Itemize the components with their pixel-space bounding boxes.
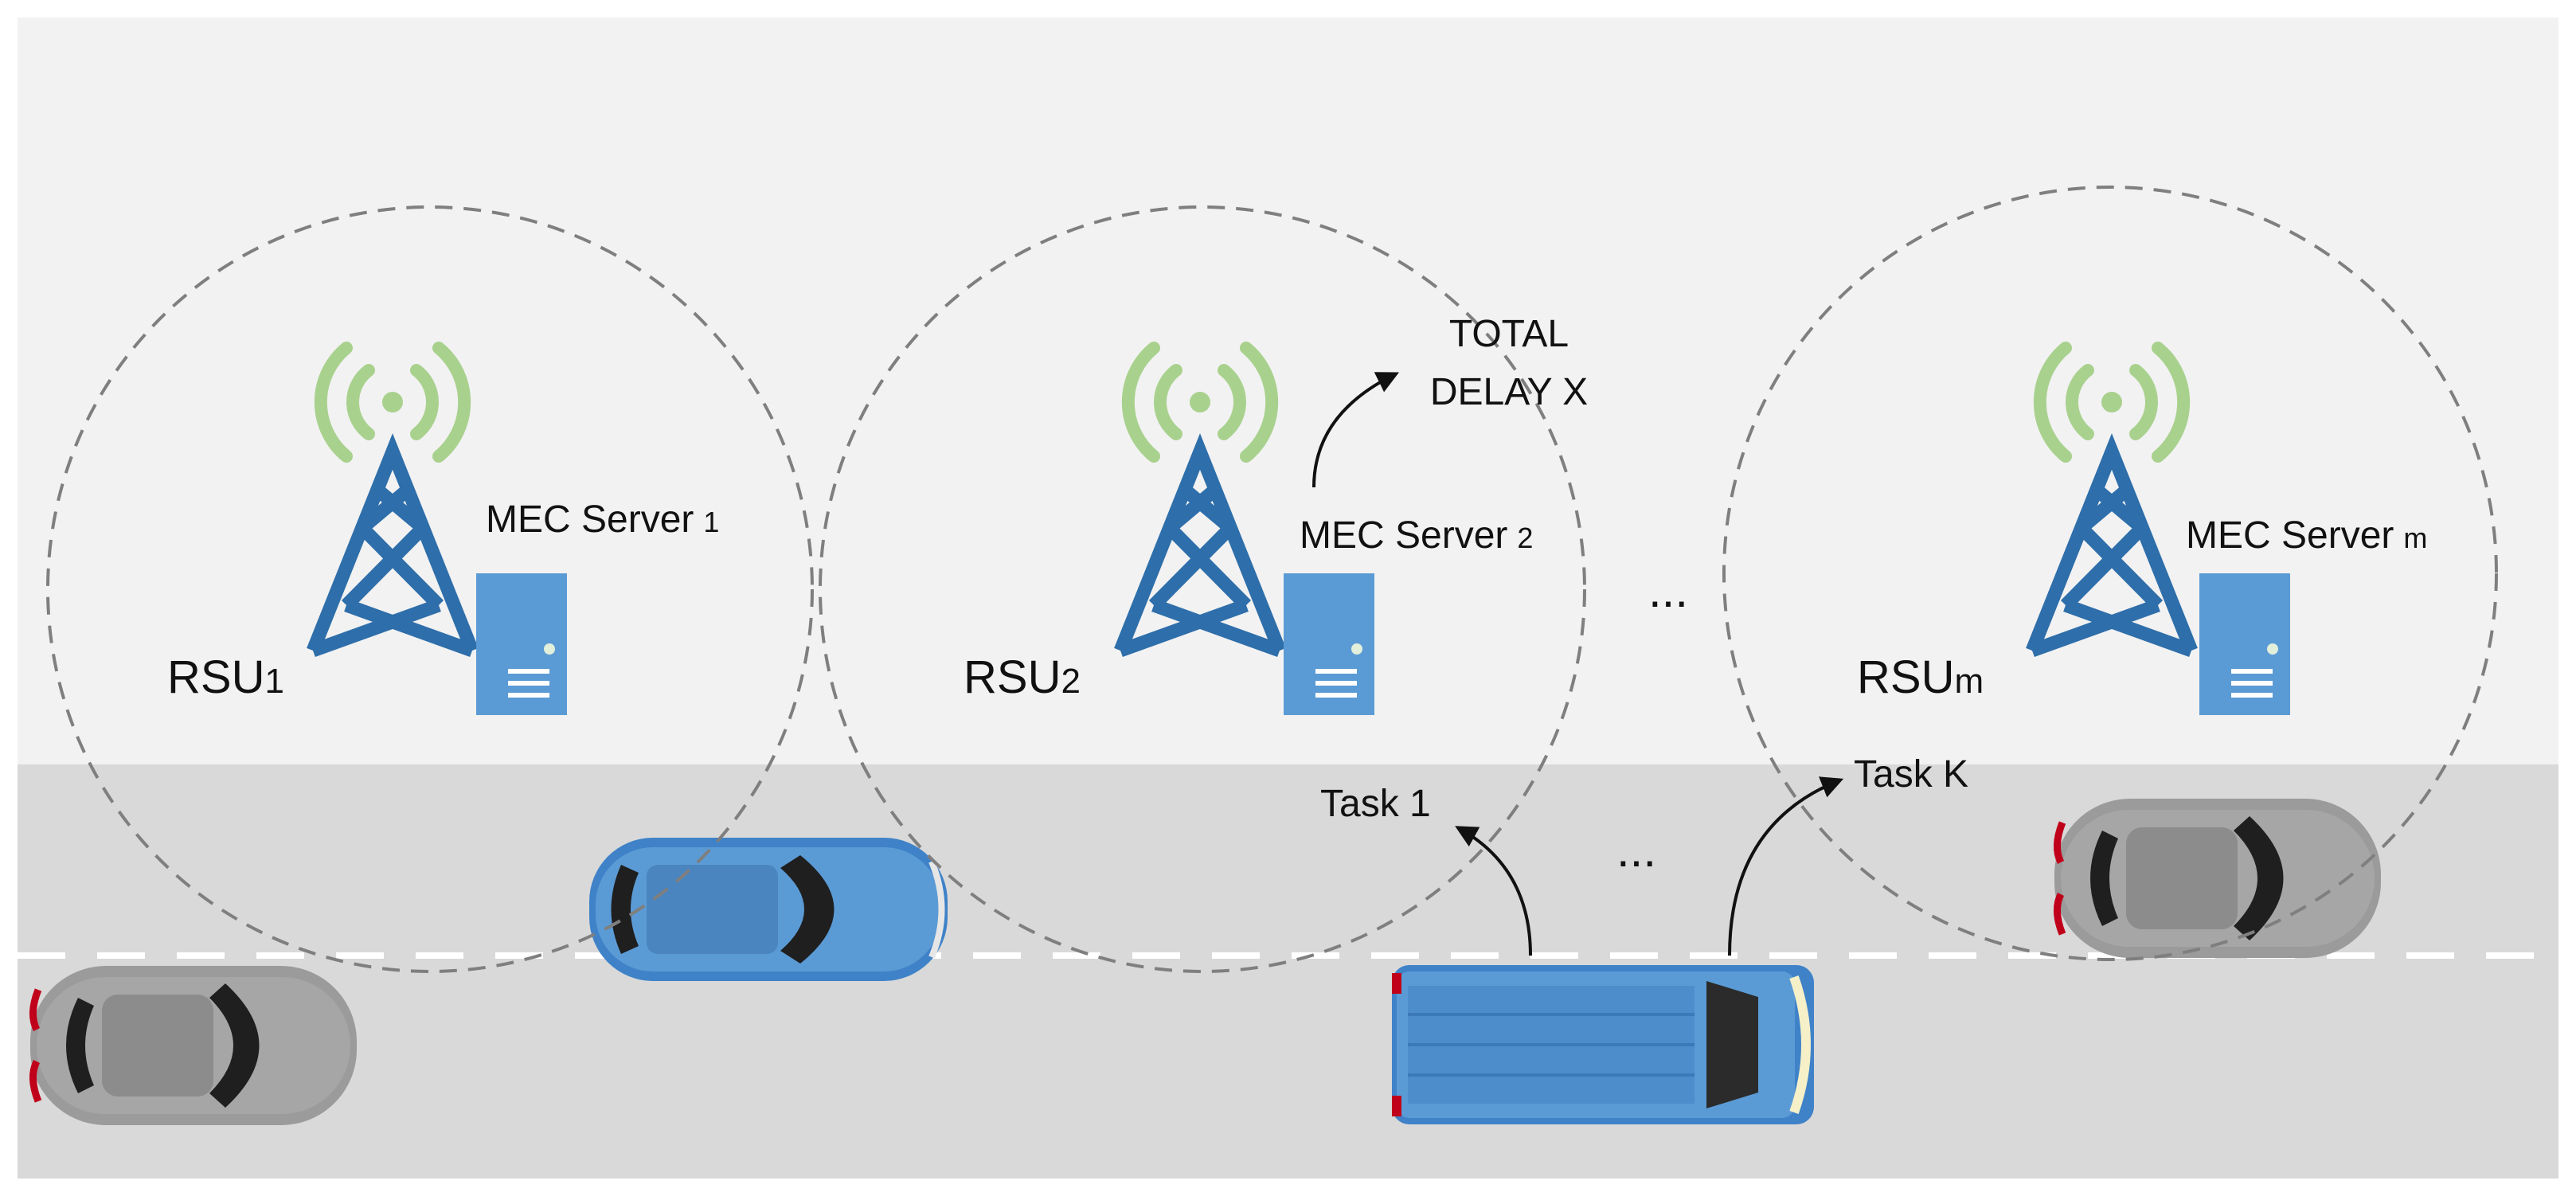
server-icon xyxy=(1284,573,1374,715)
car-icon xyxy=(2054,799,2381,958)
server-icon xyxy=(476,573,567,715)
rsu-1-label: RSU1 xyxy=(167,651,284,703)
coverage-circle-rsu-m xyxy=(1722,186,2498,961)
coverage-circle-rsu-1 xyxy=(46,205,814,973)
road-ellipsis: ... xyxy=(1616,823,1656,877)
total-delay-arrow xyxy=(1312,372,1400,488)
task-1-label: Task 1 xyxy=(1320,783,1431,825)
rsu-ellipsis: ... xyxy=(1648,564,1688,617)
car-icon xyxy=(30,966,357,1125)
coverage-circle-rsu-2 xyxy=(819,205,1586,973)
rsu-m-label: RSUm xyxy=(1857,651,1984,703)
rsu-2-label: RSU2 xyxy=(964,651,1081,703)
server-icon xyxy=(2199,573,2290,715)
total-delay-label-line1: TOTAL xyxy=(1449,313,1569,355)
car-icon xyxy=(589,838,948,981)
task-k-arrow xyxy=(1728,776,1844,956)
task-1-arrow xyxy=(1455,826,1532,956)
total-delay-label-line2: DELAY X xyxy=(1430,371,1588,413)
van-icon xyxy=(1392,965,1814,1124)
task-k-label: Task K xyxy=(1854,753,1968,796)
